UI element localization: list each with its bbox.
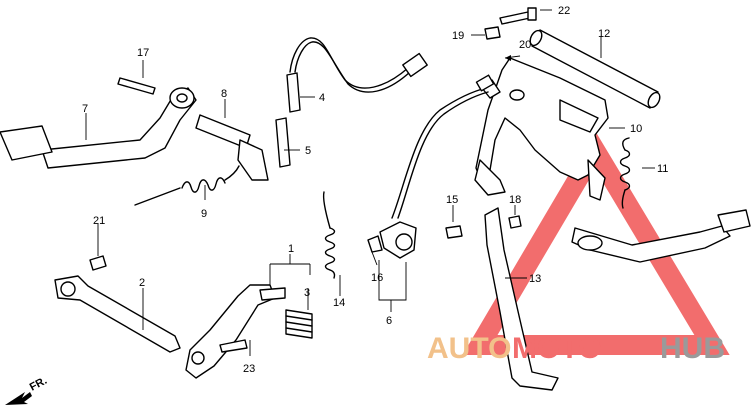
label-9: 9 [201,208,207,220]
part-5-switch [275,117,291,168]
watermark-moto: MOTO [512,332,601,365]
label-1: 1 [288,243,294,255]
part-10-main-stand [474,57,609,201]
label-8: 8 [221,88,227,100]
part-18-nut [508,215,522,229]
label-5: 5 [305,145,311,157]
part-17-bolt [117,77,156,95]
label-3: 3 [304,287,310,299]
part-11-spring [619,137,631,209]
label-14: 14 [333,297,345,309]
part-23-bolt [219,339,248,353]
watermark-logo: AUTO MOTO HUB [427,332,725,365]
label-17: 17 [137,47,149,59]
label-13: 13 [529,273,541,285]
watermark-auto: AUTO [427,332,511,365]
part-19-nut [484,26,501,40]
label-6: 6 [386,315,392,327]
label-2: 2 [139,277,145,289]
part-22-bolt [499,7,537,25]
leader-lines [85,9,655,356]
label-11: 11 [657,163,668,175]
front-arrow-icon [5,392,32,405]
part-3-rubber [285,309,313,339]
label-15: 15 [446,194,458,206]
part-21-bolt [89,255,107,271]
part-2-rod [54,275,181,353]
label-23: 23 [243,363,255,375]
label-19: 19 [452,30,464,42]
label-16: 16 [371,272,383,284]
label-22: 22 [558,5,570,17]
part-6-switch [367,74,495,259]
part-15-bolt [445,225,463,239]
part-9-spring [134,165,240,206]
part-12-bar [529,29,661,109]
label-20: 20 [519,39,531,51]
label-18: 18 [509,194,521,206]
front-marker-label: FR. [28,375,49,394]
watermark-hub: HUB [660,332,725,365]
label-21: 21 [93,215,105,227]
part-20-arrow [504,55,521,61]
label-7: 7 [82,103,88,115]
part-13-side-stand [484,207,751,391]
part-4-cable [286,37,428,113]
part-7-brake-pedal [0,87,197,169]
part-1-change-arm [185,284,286,379]
part-8-pivot [195,114,269,181]
label-4: 4 [319,92,325,104]
label-10: 10 [630,123,642,135]
label-12: 12 [598,28,610,40]
part-14-spring [322,191,336,279]
